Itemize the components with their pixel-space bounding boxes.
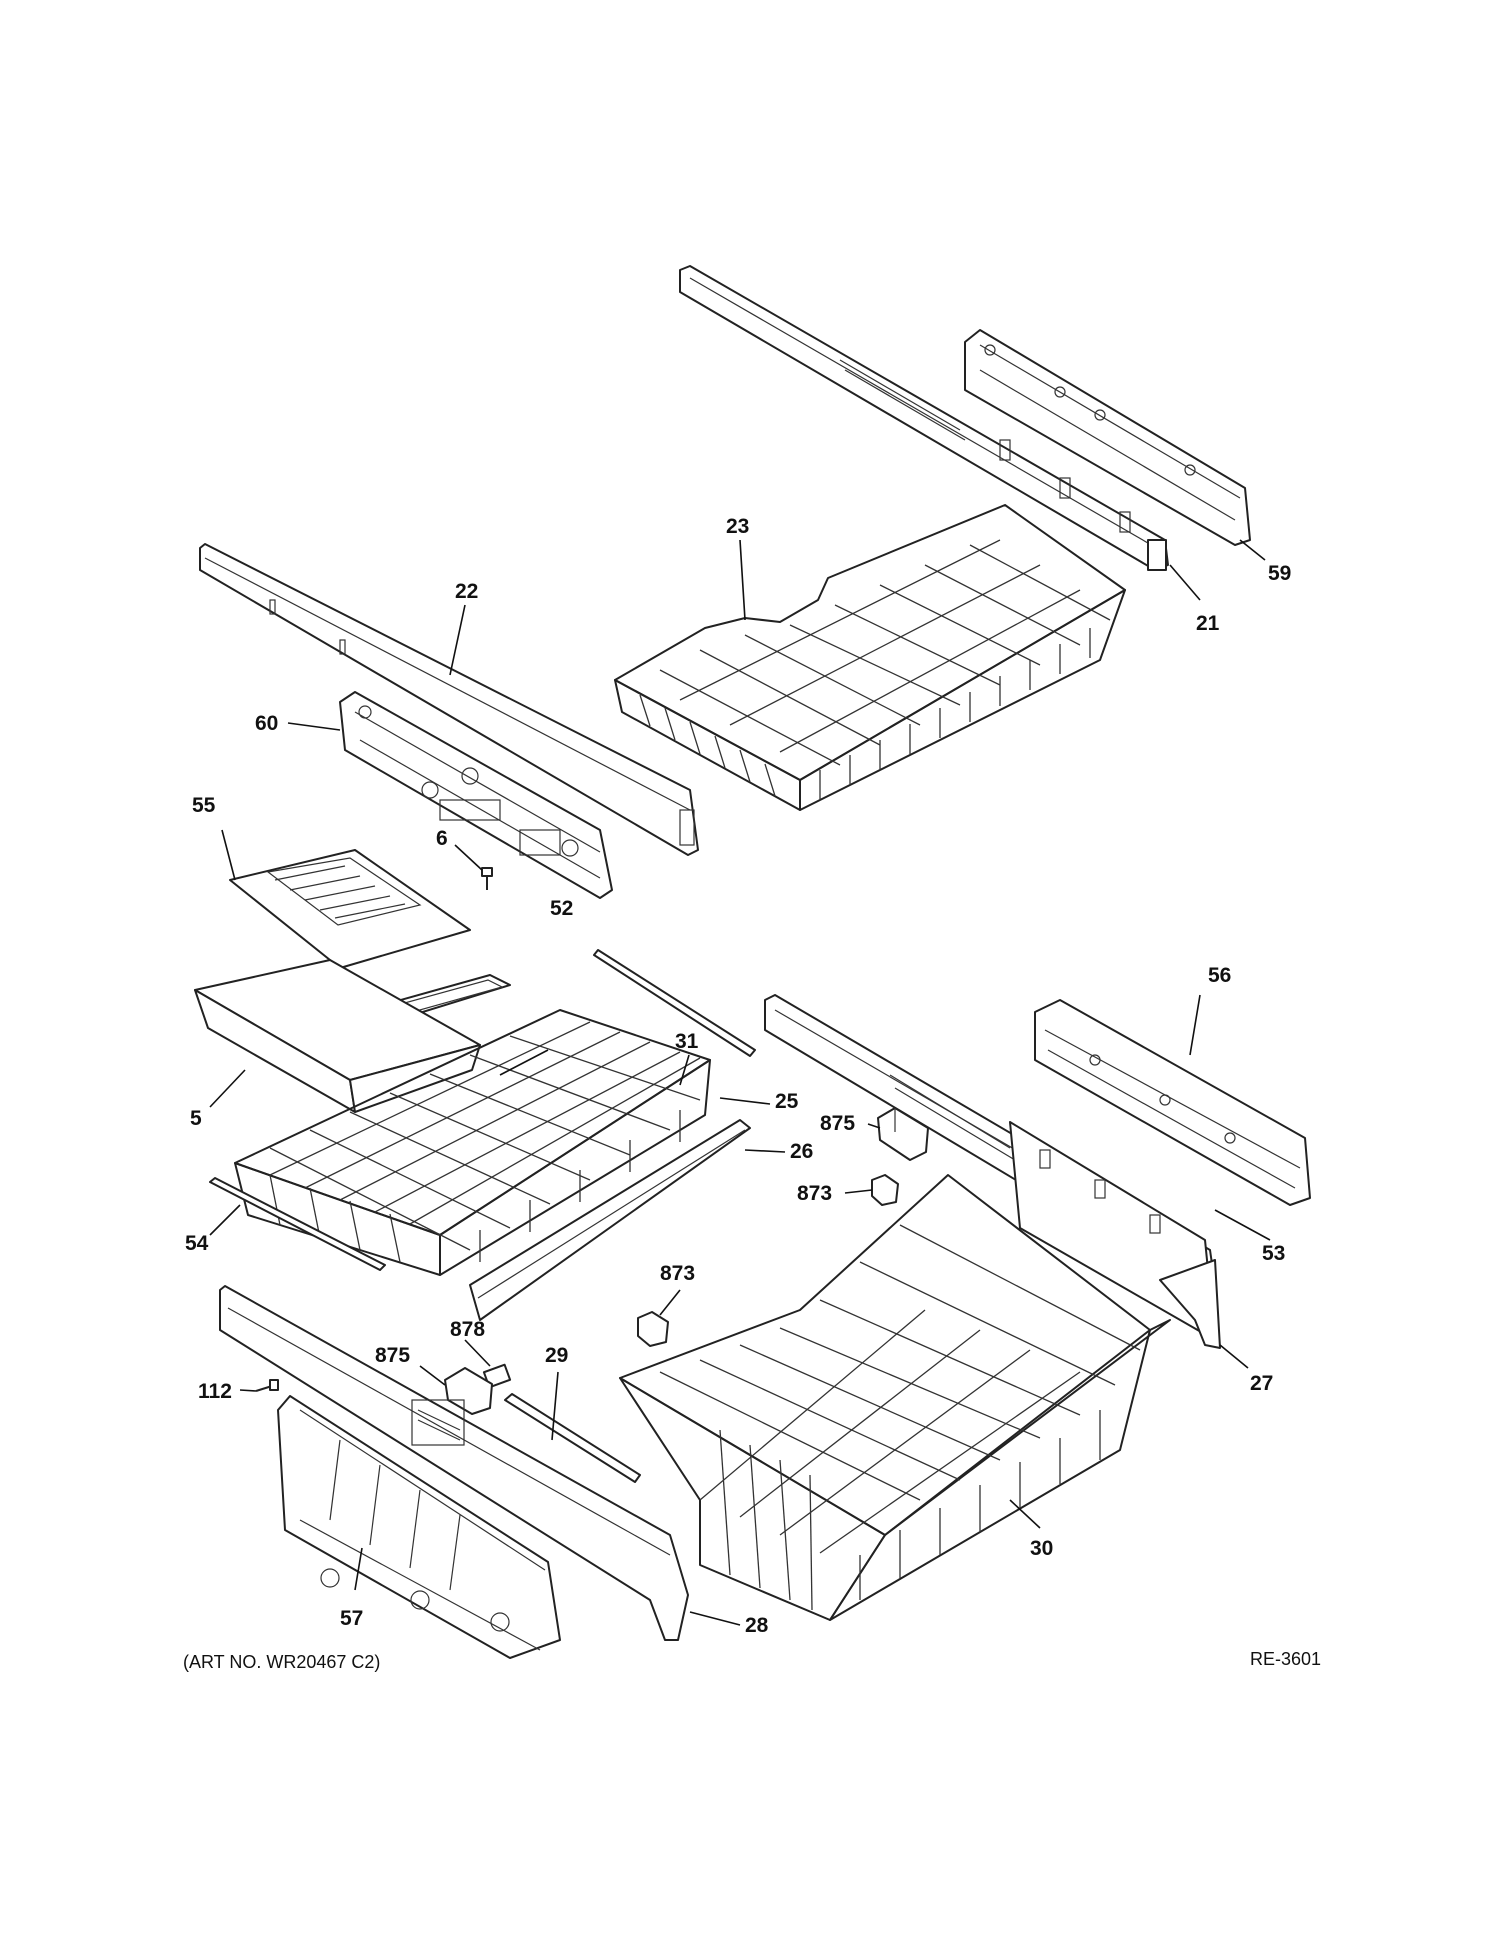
callout-23: 23 [726, 515, 749, 538]
art-number: (ART NO. WR20467 C2) [183, 1652, 380, 1672]
reference-code: RE-3601 [1250, 1649, 1321, 1669]
callout-28: 28 [745, 1614, 769, 1637]
callout-5: 5 [190, 1107, 202, 1130]
part-26-trim-strip [469, 1119, 751, 1321]
callout-27: 27 [1250, 1372, 1273, 1395]
callout-31: 31 [675, 1030, 699, 1053]
part-5-ice-bin [194, 959, 481, 1113]
callout-26: 26 [790, 1140, 813, 1163]
callout-873-right: 873 [797, 1182, 832, 1205]
callout-labels: 23 22 60 59 21 55 6 52 31 56 5 25 26 875… [185, 515, 1291, 1637]
part-21-upper-slide-rail [679, 265, 1169, 571]
basket-23-wires [639, 539, 1111, 800]
callout-875-right: 875 [820, 1112, 855, 1135]
part-59-upper-rail-bracket [964, 329, 1251, 546]
part-53-lower-slide-rail [764, 994, 1216, 1341]
part-875-clip-upper [877, 1107, 929, 1161]
part-60-left-drawer-bracket [339, 691, 613, 899]
part-28-lower-slide-rail [219, 1285, 689, 1641]
part-112-screw [255, 1379, 279, 1392]
part-23-upper-wire-basket [614, 504, 1126, 811]
callout-21: 21 [1196, 612, 1220, 635]
callout-60: 60 [255, 712, 278, 735]
callout-59: 59 [1268, 562, 1291, 585]
callout-22: 22 [455, 580, 478, 603]
callout-57: 57 [340, 1607, 363, 1630]
part-27-rail-bracket [1159, 1259, 1221, 1349]
part-57-lower-drawer-bracket [277, 1395, 561, 1659]
callout-878: 878 [450, 1318, 485, 1341]
part-54-basket-front-bar [209, 1177, 386, 1271]
part-873-clip-lower [637, 1311, 669, 1347]
leader-lines [209, 539, 1271, 1626]
callout-52: 52 [550, 897, 573, 920]
callout-6: 6 [436, 827, 448, 850]
callout-56: 56 [1208, 964, 1231, 987]
part-22-upper-left-rail [199, 543, 699, 856]
part-29-divider [504, 1393, 641, 1483]
callout-53: 53 [1262, 1242, 1285, 1265]
callout-54: 54 [185, 1232, 209, 1255]
part-31-divider-bar [593, 949, 756, 1057]
part-56-lower-rail-bracket [1034, 999, 1311, 1206]
part-55-tray-lid [229, 849, 471, 969]
part-30-lower-wire-basket [619, 1174, 1171, 1621]
callout-55: 55 [192, 794, 216, 817]
callout-29: 29 [545, 1344, 568, 1367]
callout-30: 30 [1030, 1537, 1053, 1560]
part-873-clip-upper [871, 1174, 899, 1206]
callout-25: 25 [775, 1090, 799, 1113]
callout-873-lower: 873 [660, 1262, 695, 1285]
part-25-wire-basket [234, 1009, 711, 1276]
callout-875-lower: 875 [375, 1344, 410, 1367]
callout-112: 112 [198, 1380, 232, 1403]
